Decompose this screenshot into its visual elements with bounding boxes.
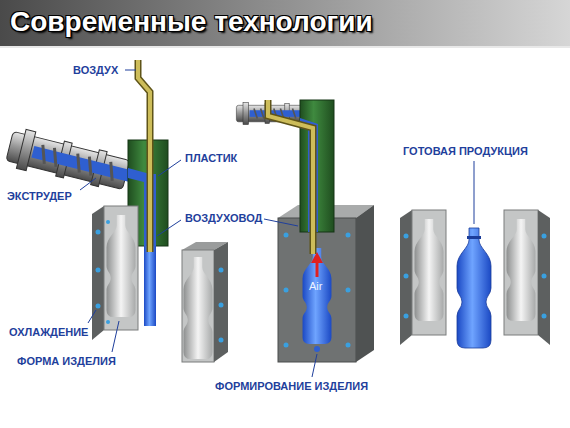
flow-label: Air: [308, 280, 323, 293]
part-label: ПЛАСТИК: [184, 152, 238, 165]
stage-label: ФОРМИРОВАНИЕ ИЗДЕЛИЯ: [214, 380, 369, 393]
part-label: ЭКСТРУДЕР: [6, 190, 73, 203]
page-title: Современные технологии: [10, 6, 373, 38]
part-label: ВОЗДУХ: [72, 64, 119, 77]
part-label: ВОЗДУХОВОД: [184, 212, 263, 225]
part-label: ОХЛАЖДЕНИЕ: [8, 326, 89, 339]
stage-label: ГОТОВАЯ ПРОДУКЦИЯ: [402, 145, 529, 158]
part-label: ФОРМА ИЗДЕЛИЯ: [16, 355, 117, 368]
